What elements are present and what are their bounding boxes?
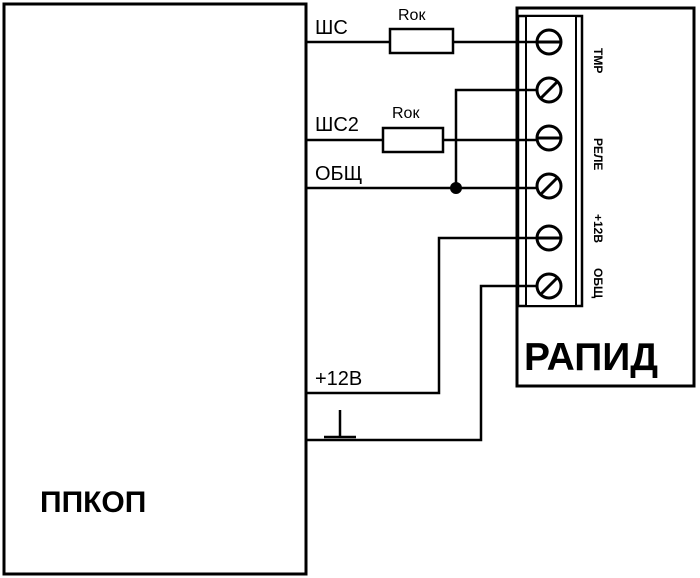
wire-label-plus12: +12В (315, 368, 362, 390)
wire-common-to-tmp (454, 88, 537, 188)
wire-label-shs2: ШС2 (315, 114, 359, 136)
junction-dot (450, 182, 462, 194)
resistor-1-label: Rок (398, 7, 426, 24)
terminal-screw-2 (535, 76, 563, 104)
resistor-1 (388, 27, 455, 55)
wire-plus12 (306, 236, 537, 395)
wire-ground (306, 284, 537, 442)
terminal-screw-3 (535, 124, 563, 152)
terminal-screw-1 (535, 28, 563, 56)
wire-label-shs: ШС (315, 17, 348, 39)
terminal-screw-5 (535, 224, 563, 252)
resistor-2-label: Rок (392, 105, 420, 122)
wire-label-common: ОБЩ (315, 163, 362, 185)
terminal-screw-4 (535, 172, 563, 200)
device-label: РАПИД (524, 336, 658, 379)
terminal-label-relay: РЕЛЕ (591, 138, 605, 170)
ground-symbol-icon (324, 410, 356, 439)
panel-label: ППКОП (40, 486, 146, 519)
terminal-label-plus12: +12В (591, 214, 605, 243)
panel-block (2, 2, 308, 576)
resistor-2 (381, 126, 445, 154)
terminal-label-tmp: ТМР (591, 48, 605, 73)
terminal-screw-6 (535, 272, 563, 300)
terminal-label-common: ОБЩ (591, 268, 605, 299)
terminal-strip-inner (525, 15, 577, 307)
